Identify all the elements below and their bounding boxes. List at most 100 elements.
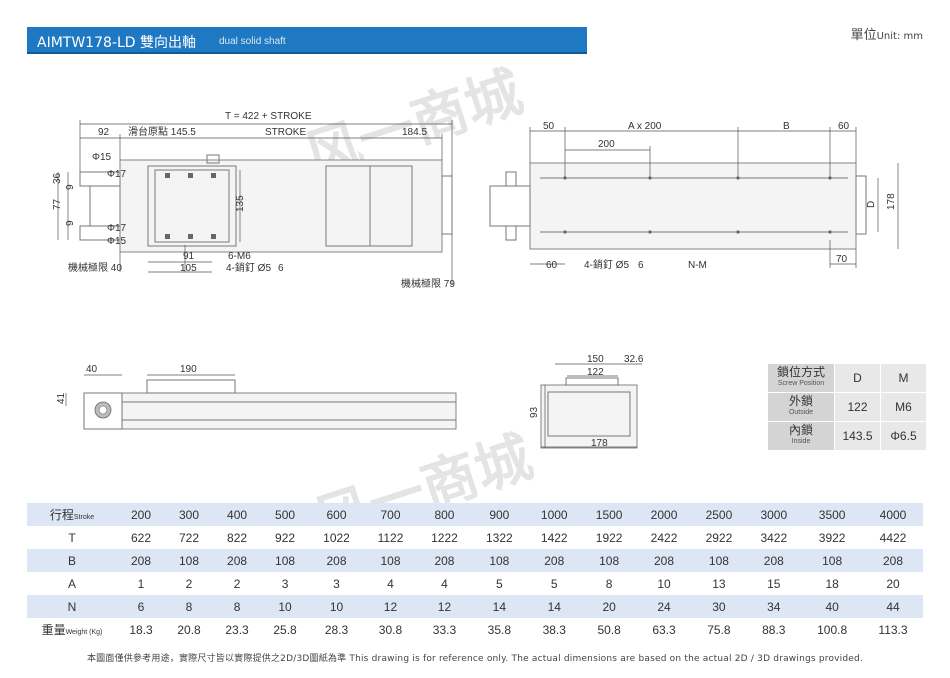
spec-cell: 10 — [309, 595, 364, 618]
spec-cell: 600 — [309, 503, 364, 526]
spec-cell: 1 — [117, 572, 166, 595]
dim-n-m: N-M — [688, 260, 707, 271]
spec-cell: 34 — [746, 595, 802, 618]
spec-cell: 822 — [213, 526, 262, 549]
carriage-outline — [147, 165, 237, 247]
spec-cell: 1322 — [471, 526, 527, 549]
spec-cell: 6 — [117, 595, 166, 618]
spec-cell: 1022 — [309, 526, 364, 549]
dim-limit-79: 機械極限 79 — [401, 277, 455, 290]
spec-cell: 14 — [526, 595, 582, 618]
side-view: 40 190 41 — [56, 364, 457, 430]
spec-cell: 38.3 — [526, 618, 582, 641]
dim-r50: 50 — [543, 121, 555, 132]
spec-cell: 18 — [801, 572, 863, 595]
spec-cell: 4000 — [862, 503, 923, 526]
spec-cell: 10 — [261, 595, 310, 618]
spec-cell: 1922 — [581, 526, 637, 549]
spec-row-label: N — [27, 595, 117, 618]
spec-cell: 722 — [165, 526, 214, 549]
spec-cell: 3 — [261, 572, 310, 595]
spec-label-text: 行程 — [49, 508, 74, 522]
screw-row-m: M6 — [880, 392, 927, 422]
dim-r60: 60 — [838, 121, 850, 132]
spec-cell: 622 — [117, 526, 166, 549]
spec-cell: 30.8 — [363, 618, 418, 641]
dim-phi17-bottom: Φ17 — [107, 223, 127, 234]
spec-cell: 108 — [691, 549, 747, 572]
rail-body — [119, 159, 443, 253]
dim-9-bottom: 9 — [65, 220, 76, 226]
dim-9-top: 9 — [65, 184, 76, 190]
spec-cell: 5 — [526, 572, 582, 595]
unit-zh: 單位 — [850, 28, 877, 43]
dim-phi15-top: Φ15 — [92, 152, 112, 163]
spec-cell: 18.3 — [117, 618, 166, 641]
screw-row-label: 內鎖 — [788, 423, 813, 437]
spec-cell: 8 — [581, 572, 637, 595]
dim-rpin-depth: 6 — [638, 260, 644, 271]
screw-header-zh: 鎖位方式 — [776, 365, 825, 379]
dim-phi15-bottom: Φ15 — [107, 236, 127, 247]
spec-cell: 10 — [636, 572, 692, 595]
title-bar: AIMTW178-LD 雙向出軸 dual solid shaft — [27, 27, 587, 54]
spec-cell: 400 — [213, 503, 262, 526]
spec-cell: 2500 — [691, 503, 747, 526]
spec-cell: 208 — [417, 549, 472, 572]
spec-cell: 300 — [165, 503, 214, 526]
spec-cell: 33.3 — [417, 618, 472, 641]
dim-b: B — [783, 121, 790, 132]
spec-cell: 1122 — [363, 526, 418, 549]
dim-s190: 190 — [180, 364, 197, 375]
spec-cell: 208 — [309, 549, 364, 572]
spec-cell: 24 — [636, 595, 692, 618]
spec-row-label: B — [27, 549, 117, 572]
spec-cell: 208 — [213, 549, 262, 572]
dim-e178: 178 — [591, 438, 608, 449]
spec-label-en: Stroke — [73, 514, 95, 521]
spec-cell: 14 — [471, 595, 527, 618]
unit-en: Unit: mm — [876, 31, 923, 42]
dim-pin: 4-銷釘 Ø5 — [226, 261, 271, 274]
spec-cell: 2 — [213, 572, 262, 595]
spec-cell: 20.8 — [165, 618, 214, 641]
spec-cell: 88.3 — [746, 618, 802, 641]
page-title: AIMTW178-LD 雙向出軸 — [37, 35, 196, 51]
spec-label-text: B — [67, 553, 76, 568]
spec-cell: 15 — [746, 572, 802, 595]
unit-label: 單位Unit: mm — [851, 24, 923, 43]
spec-row-label: A — [27, 572, 117, 595]
end-block — [325, 165, 413, 247]
plan-view-left: T = 422 + STROKE 92 滑台原點 145.5 STROKE 18… — [52, 111, 455, 290]
dim-pin-depth: 6 — [278, 263, 284, 274]
spec-cell: 208 — [636, 549, 692, 572]
spec-cell: 108 — [165, 549, 214, 572]
spec-cell: 2 — [165, 572, 214, 595]
spec-row-label: 重量Weight (Kg) — [27, 618, 117, 641]
dim-phi17-top: Φ17 — [107, 169, 127, 180]
dim-stroke: STROKE — [265, 127, 306, 138]
dim-r200: 200 — [598, 139, 615, 150]
screw-row-label-en: Outside — [788, 409, 814, 416]
spec-cell: 4 — [363, 572, 418, 595]
spec-cell: 35.8 — [471, 618, 527, 641]
spec-cell: 800 — [417, 503, 472, 526]
spec-cell: 1500 — [581, 503, 637, 526]
spec-cell: 20 — [862, 572, 923, 595]
dim-r60-bottom: 60 — [546, 260, 558, 271]
spec-cell: 208 — [746, 549, 802, 572]
spec-cell: 8 — [213, 595, 262, 618]
dim-total: T = 422 + STROKE — [225, 111, 312, 122]
footer-note: 本圖面僅供參考用途，實際尺寸皆以實際提供之2D/3D圖紙為準 This draw… — [86, 654, 864, 664]
spec-cell: 500 — [261, 503, 310, 526]
dim-s40: 40 — [86, 364, 98, 375]
dim-e122: 122 — [587, 367, 604, 378]
spec-cell: 2422 — [636, 526, 692, 549]
spec-cell: 1222 — [417, 526, 472, 549]
